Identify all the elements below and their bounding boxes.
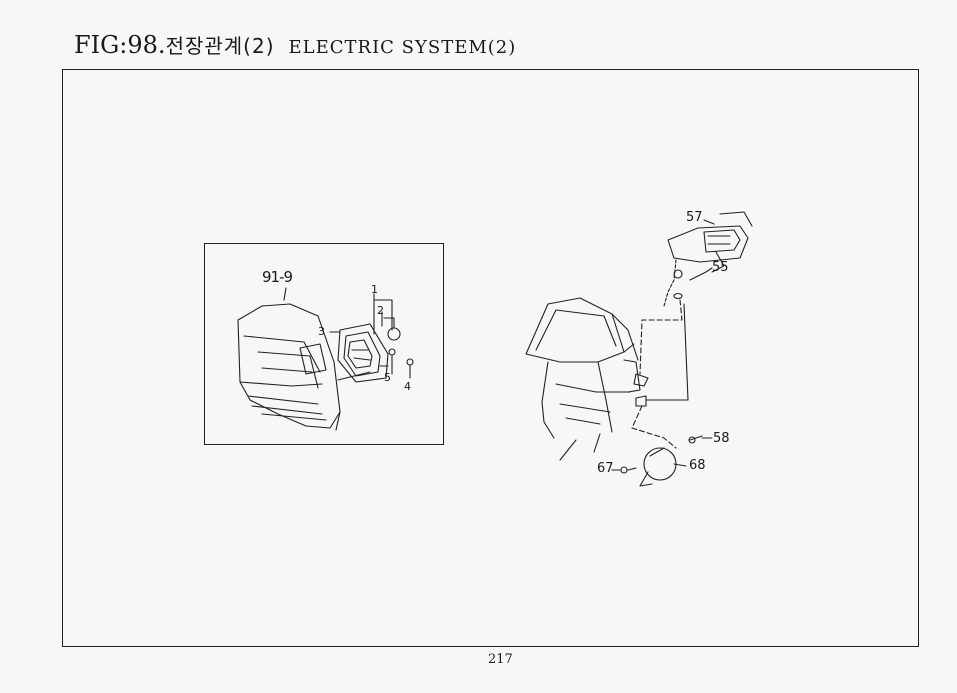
cab-front-outline xyxy=(237,287,341,431)
headlamp-unit xyxy=(329,293,414,383)
callout-55: 55 xyxy=(712,260,729,275)
figure-header: FIG:98.전장관계(2) ELECTRIC SYSTEM(2) xyxy=(74,30,516,59)
lamp-wiring-harness xyxy=(631,259,689,449)
figure-title-korean: 전장관계(2) xyxy=(165,34,275,58)
rear-lamp-assembly xyxy=(667,211,753,300)
callout-3: 3 xyxy=(318,325,325,338)
page-number: 217 xyxy=(488,652,513,667)
diagram-frame xyxy=(62,69,919,647)
callout-57: 57 xyxy=(686,210,703,225)
callout-5: 5 xyxy=(384,371,391,384)
callout-4: 4 xyxy=(404,380,411,393)
callout-reference-91-9: 91-9 xyxy=(262,268,293,286)
callout-67: 67 xyxy=(597,461,614,476)
leader-lines xyxy=(611,219,715,471)
headlamp-inset-frame xyxy=(204,243,444,445)
callout-1: 1 xyxy=(371,283,378,296)
callout-58: 58 xyxy=(713,431,730,446)
figure-number: FIG:98. xyxy=(74,31,166,59)
callout-2: 2 xyxy=(377,304,384,317)
side-lamp-parts xyxy=(620,435,703,487)
tractor-fender-seat xyxy=(525,297,641,461)
figure-title-english: ELECTRIC SYSTEM(2) xyxy=(288,37,517,58)
callout-68: 68 xyxy=(689,458,706,473)
